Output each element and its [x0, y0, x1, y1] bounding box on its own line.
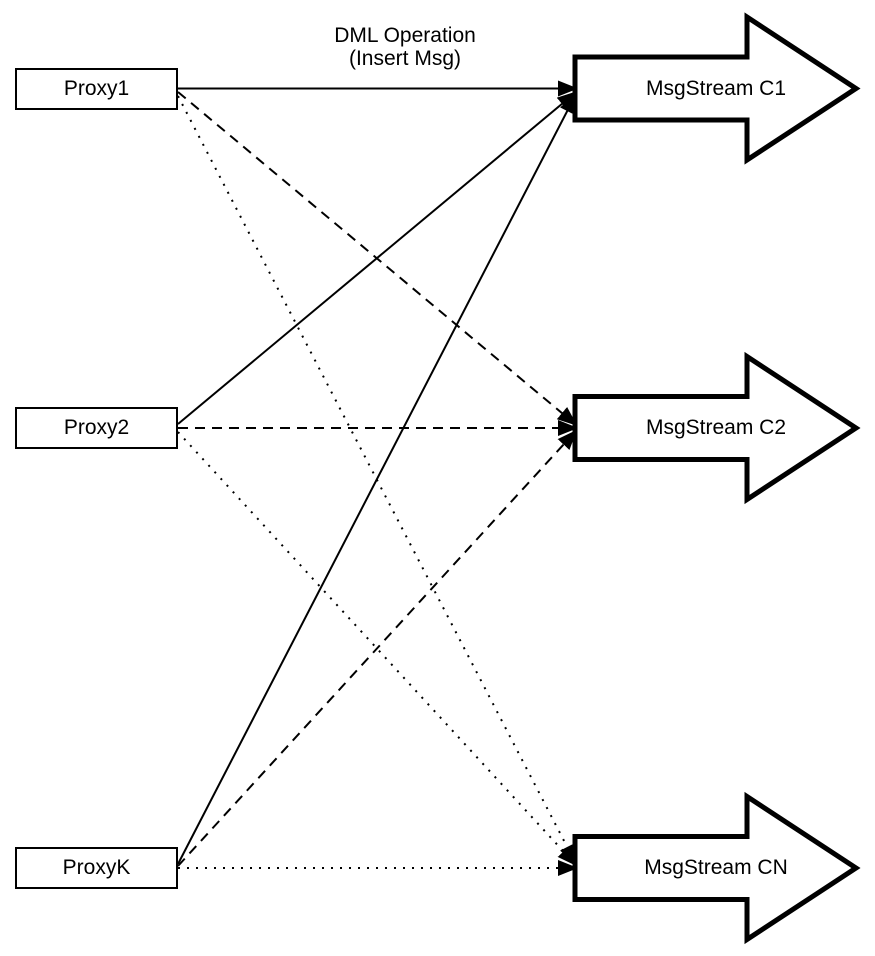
proxy2-label: Proxy2 — [63, 416, 130, 439]
proxy2-box: Proxy2 — [15, 407, 178, 449]
stream-arrow-shapes — [572, 12, 861, 945]
msgstream-c1-label: MsgStream C1 — [645, 77, 787, 100]
msgstream-cn-label: MsgStream CN — [644, 856, 788, 879]
proxy1-box: Proxy1 — [15, 68, 178, 110]
edge-proxy2-msgstream-c1 — [177, 91, 578, 425]
dml-operation-label: DML Operation (Insert Msg) — [255, 24, 555, 70]
dml-operation-label-line1: DML Operation — [334, 24, 476, 47]
proxyk-box: ProxyK — [15, 847, 178, 889]
msgstream-c1-arrow-shape — [572, 12, 861, 165]
proxyk-label: ProxyK — [62, 856, 131, 879]
msgstream-c2-label: MsgStream C2 — [645, 416, 787, 439]
proxy1-label: Proxy1 — [63, 77, 130, 100]
edge-proxyk-msgstream-c2 — [177, 429, 578, 867]
connection-edges — [177, 80, 578, 876]
edge-proxyk-msgstream-c1 — [177, 93, 577, 865]
msgstream-c2-arrow-shape — [572, 351, 861, 505]
dml-operation-label-line2: (Insert Msg) — [348, 47, 461, 70]
msgstream-cn-arrow-shape — [572, 791, 861, 945]
